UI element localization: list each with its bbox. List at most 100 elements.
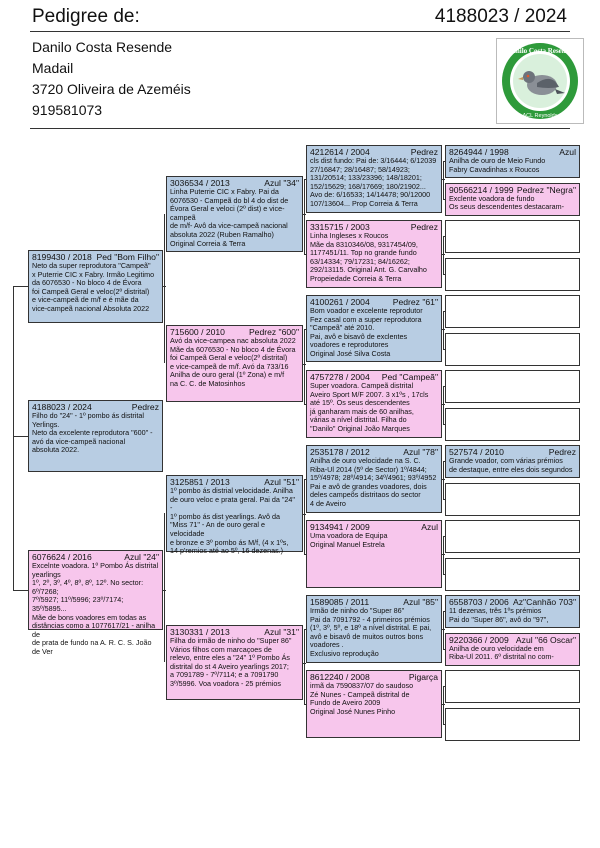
- great-grandparent-description: cls dist fundo: Pai de: 3/16444; 6/12039…: [310, 156, 437, 208]
- sire-description: Neto da super reprodutora "Campeã" x Put…: [32, 261, 155, 313]
- great-grandparent-color: Azul: [421, 522, 438, 532]
- gen4-ancestor-card[interactable]: [445, 370, 580, 403]
- grandparent-ring: 3036534 / 2013: [170, 178, 230, 188]
- gen4-color: Pedrez: [548, 447, 576, 457]
- owner-address: 3720 Oliveira de Azeméis: [32, 81, 191, 97]
- connector-line: [13, 286, 14, 590]
- gen4-ancestor-card[interactable]: [445, 220, 580, 253]
- gen4-ancestor-card[interactable]: [445, 332, 580, 366]
- connector-line: [442, 704, 445, 705]
- header-divider: [30, 31, 570, 32]
- connector-line: [442, 179, 445, 180]
- gen4-ancestor-card[interactable]: [445, 670, 580, 703]
- sire-color: Ped "Bom Filho": [96, 252, 159, 262]
- gen4-ring: 9220366 / 2009: [449, 634, 509, 645]
- connector-line: [442, 554, 445, 555]
- connector-line: [303, 513, 306, 515]
- great-grandparent-description: Irmão de ninho do "Super 86" Pai da 7091…: [310, 606, 432, 658]
- gen4-ring: 90566214 / 1999: [449, 184, 514, 195]
- grandparent-description: Linha Puterrie CIC x Fabry. Pai da 60765…: [170, 187, 289, 248]
- great-grandparent-card[interactable]: 9134941 / 2009 Azul Uma voadora de Equipa…: [306, 520, 442, 588]
- connector-line: [304, 629, 305, 704]
- logo-text-top: Danilo Costa Resende: [507, 47, 572, 55]
- connector-line: [443, 273, 445, 275]
- gen4-description: Exclente voadora de fundo Os seus descen…: [449, 193, 565, 212]
- pigeon-logo-icon: Danilo Costa Resende ACL Reynolds: [497, 39, 583, 123]
- gen4-color: Az"Canhão 703": [513, 597, 576, 607]
- gen4-description: Anilha de ouro velocidade em Riba-Ul 201…: [449, 643, 554, 662]
- connector-line: [443, 648, 445, 650]
- gen4-ancestor-card[interactable]: [445, 482, 580, 516]
- connector-line: [304, 704, 306, 705]
- gen4-description: Anilha de ouro de Meio Fundo Fabry Cavad…: [449, 156, 546, 174]
- owner-divider: [30, 128, 570, 129]
- connector-line: [304, 329, 305, 404]
- connector-line: [303, 363, 306, 365]
- grandparent-ring: 3125851 / 2013: [170, 477, 230, 487]
- connector-line: [304, 404, 306, 405]
- grandparent-color: Azul "51": [264, 477, 299, 487]
- great-grandparent-color: Pedrez: [410, 222, 438, 232]
- connector-line: [442, 629, 445, 630]
- great-grandparent-color: Azul "78": [403, 447, 438, 457]
- gen4-ancestor-card[interactable]: [445, 407, 580, 441]
- subject-ring: 4188023 / 2024: [32, 402, 92, 412]
- connector-line: [13, 436, 28, 437]
- connector-line: [442, 479, 445, 480]
- great-grandparent-description: Uma voadora de Equipa Original Manuel Es…: [310, 531, 388, 549]
- great-grandparent-color: Pedrez "61": [392, 297, 438, 307]
- gen4-ancestor-card[interactable]: [445, 295, 580, 328]
- great-grandparent-ring: 2535178 / 2012: [310, 447, 370, 457]
- connector-line: [443, 536, 445, 537]
- great-grandparent-ring: 1589085 / 2011: [310, 597, 370, 607]
- connector-line: [443, 686, 445, 687]
- connector-line: [163, 286, 166, 287]
- gen4-ancestor-card[interactable]: [445, 257, 580, 291]
- great-grandparent-ring: 4757278 / 2004: [310, 372, 370, 382]
- grandparent-color: Azul "31": [264, 627, 299, 637]
- great-grandparent-ring: 4100261 / 2004: [310, 297, 370, 307]
- great-grandparent-ring: 9134941 / 2009: [310, 522, 370, 532]
- connector-line: [443, 423, 445, 425]
- subject-color: Pedrez: [131, 402, 159, 412]
- pedigree-ring-number: 4188023 / 2024: [434, 6, 567, 27]
- dam-ring: 6076624 / 2016: [32, 552, 92, 562]
- gen4-ancestor-card[interactable]: [445, 557, 580, 591]
- connector-line: [304, 554, 306, 555]
- grandparent-card[interactable]: 3130331 / 2013 Azul "31" Filha do irmão d…: [166, 625, 303, 700]
- great-grandparent-description: irmã da 7590837/07 do saudoso Zé Nunes -…: [310, 681, 414, 716]
- connector-line: [304, 629, 306, 630]
- grandparent-ring: 715600 / 2010: [170, 327, 225, 337]
- connector-line: [443, 236, 445, 237]
- great-grandparent-color: Ped "Campeã": [381, 372, 438, 382]
- connector-line: [304, 479, 305, 554]
- gen4-ancestor-card[interactable]: [445, 707, 580, 741]
- grandparent-ring: 3130331 / 2013: [170, 627, 230, 637]
- grandparent-description: Filha do irmão de ninho do "Super 86" Vá…: [170, 636, 292, 688]
- gen4-ring: 527574 / 2010: [449, 447, 504, 457]
- connector-line: [13, 286, 28, 287]
- connector-line: [304, 179, 305, 254]
- connector-line: [443, 161, 445, 162]
- great-grandparent-ring: 3315715 / 2003: [310, 222, 370, 232]
- gen4-ancestor-card[interactable]: [445, 520, 580, 553]
- gen4-color: Azul: [559, 147, 576, 157]
